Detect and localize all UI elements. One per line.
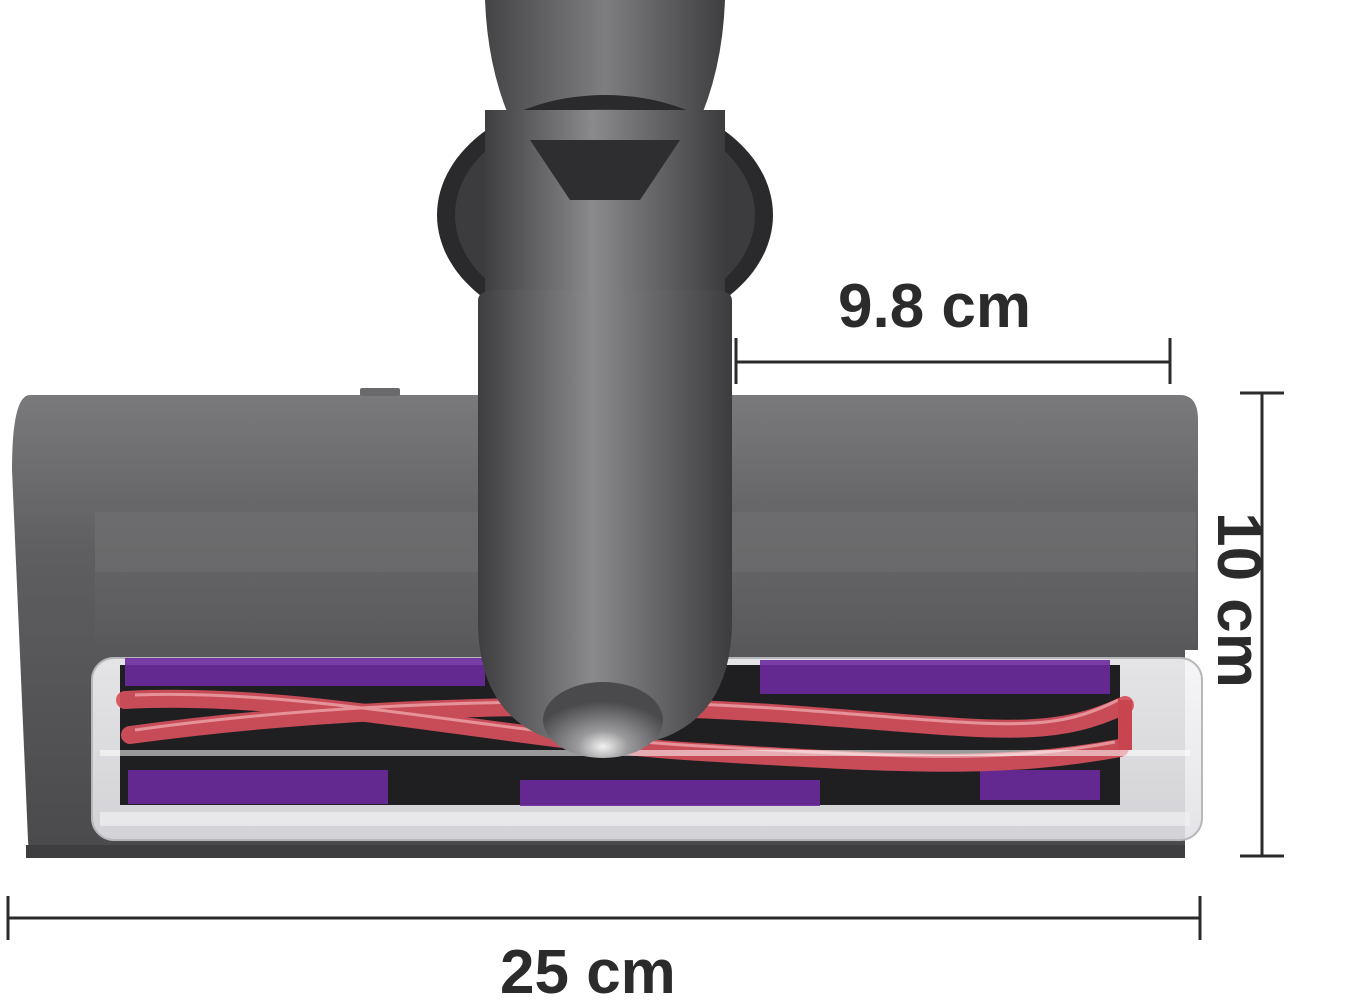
neck-assembly [437,0,773,758]
width-dimension-label: 25 cm [500,938,676,1007]
height-dimension-label: 10 cm [1204,512,1273,688]
dimension-line-height [1240,391,1284,858]
dimension-line-width [6,896,1202,940]
dimension-line-depth [734,338,1172,384]
depth-dimension-label: 9.8 cm [838,272,1032,341]
